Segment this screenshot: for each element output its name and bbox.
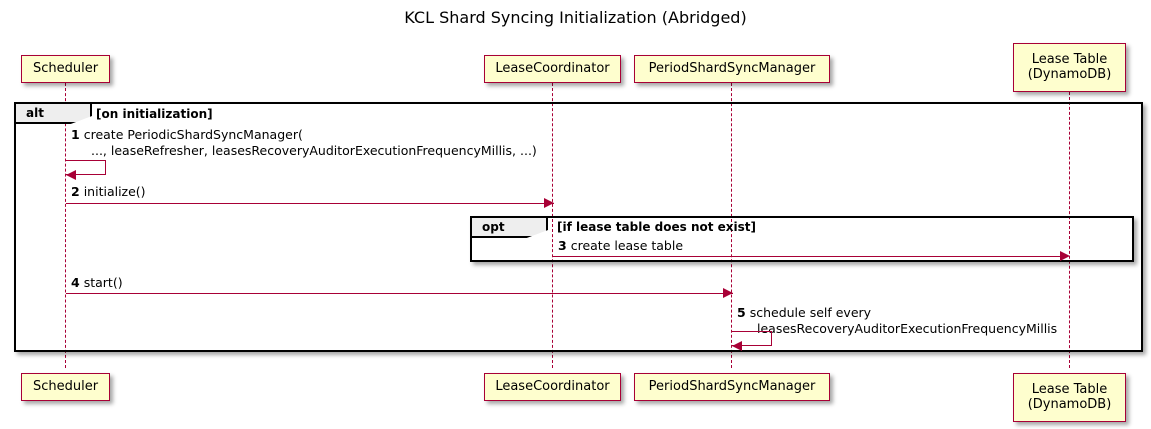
message-5-self-arrow	[732, 331, 772, 346]
participant-label-line-1: Lease Table	[1031, 381, 1108, 397]
participant-lease-coordinator-top[interactable]: LeaseCoordinator	[484, 55, 621, 83]
lifeline-period-shard-sync-manager	[731, 83, 732, 368]
message-3-text-line-1: create lease table	[570, 238, 684, 253]
message-4-line	[66, 293, 733, 294]
message-3-number: 3	[558, 238, 567, 253]
participant-lease-table-bottom[interactable]: Lease Table (DynamoDB)	[1013, 373, 1126, 422]
participant-period-shard-sync-manager-top[interactable]: PeriodShardSyncManager	[634, 55, 830, 83]
diagram-title: KCL Shard Syncing Initialization (Abridg…	[404, 8, 747, 27]
participant-label-line-1: Lease Table	[1031, 51, 1108, 67]
fragment-opt	[470, 216, 1134, 262]
message-2-number: 2	[71, 184, 80, 199]
participant-period-shard-sync-manager-bottom[interactable]: PeriodShardSyncManager	[634, 373, 830, 401]
participant-scheduler-bottom[interactable]: Scheduler	[21, 373, 110, 401]
participant-label: LeaseCoordinator	[495, 60, 610, 76]
message-1-text-line-1: create PeriodicShardSyncManager(	[83, 127, 303, 142]
participant-lease-table-top[interactable]: Lease Table (DynamoDB)	[1013, 43, 1126, 92]
message-4-number: 4	[71, 275, 80, 290]
message-1-self-arrow	[66, 160, 106, 175]
message-1-text-line-2: ..., leaseRefresher, leasesRecoveryAudit…	[91, 142, 537, 158]
participant-lease-coordinator-bottom[interactable]: LeaseCoordinator	[484, 373, 621, 401]
fragment-alt-keyword-box: alt	[16, 104, 92, 124]
message-5-arrowhead	[732, 341, 742, 351]
message-4-arrowhead	[723, 288, 733, 298]
fragment-opt-condition: [if lease table does not exist]	[557, 220, 757, 234]
message-4-text-line-1: start()	[83, 275, 123, 290]
fragment-alt-condition: [on initialization]	[96, 107, 213, 121]
message-2-line	[66, 203, 554, 204]
participant-label-line-2: (DynamoDB)	[1027, 66, 1112, 82]
fragment-alt-keyword: alt	[26, 106, 44, 120]
participant-label: Scheduler	[32, 60, 99, 76]
fragment-opt-keyword: opt	[482, 220, 505, 234]
message-5-text-line-1: schedule self every	[749, 305, 872, 320]
participant-label: PeriodShardSyncManager	[648, 378, 816, 394]
message-1-number: 1	[71, 127, 80, 142]
participant-label: LeaseCoordinator	[495, 378, 610, 394]
message-3-arrowhead	[1060, 251, 1070, 261]
message-2-text-line-1: initialize()	[83, 184, 146, 199]
lifeline-scheduler	[65, 83, 66, 368]
message-3-line	[553, 256, 1061, 257]
message-5-text-line-2: leasesRecoveryAuditorExecutionFrequencyM…	[757, 320, 1058, 336]
lifeline-lease-table	[1069, 92, 1070, 368]
participant-label: PeriodShardSyncManager	[648, 60, 816, 76]
message-2-arrowhead	[544, 198, 554, 208]
participant-scheduler-top[interactable]: Scheduler	[21, 55, 110, 83]
participant-label: Scheduler	[32, 378, 99, 394]
participant-label-line-2: (DynamoDB)	[1027, 396, 1112, 412]
fragment-alt	[14, 102, 1143, 352]
message-1-arrowhead	[66, 170, 76, 180]
message-5-number: 5	[737, 305, 746, 320]
lifeline-lease-coordinator	[552, 83, 553, 368]
fragment-opt-keyword-box: opt	[472, 218, 548, 238]
